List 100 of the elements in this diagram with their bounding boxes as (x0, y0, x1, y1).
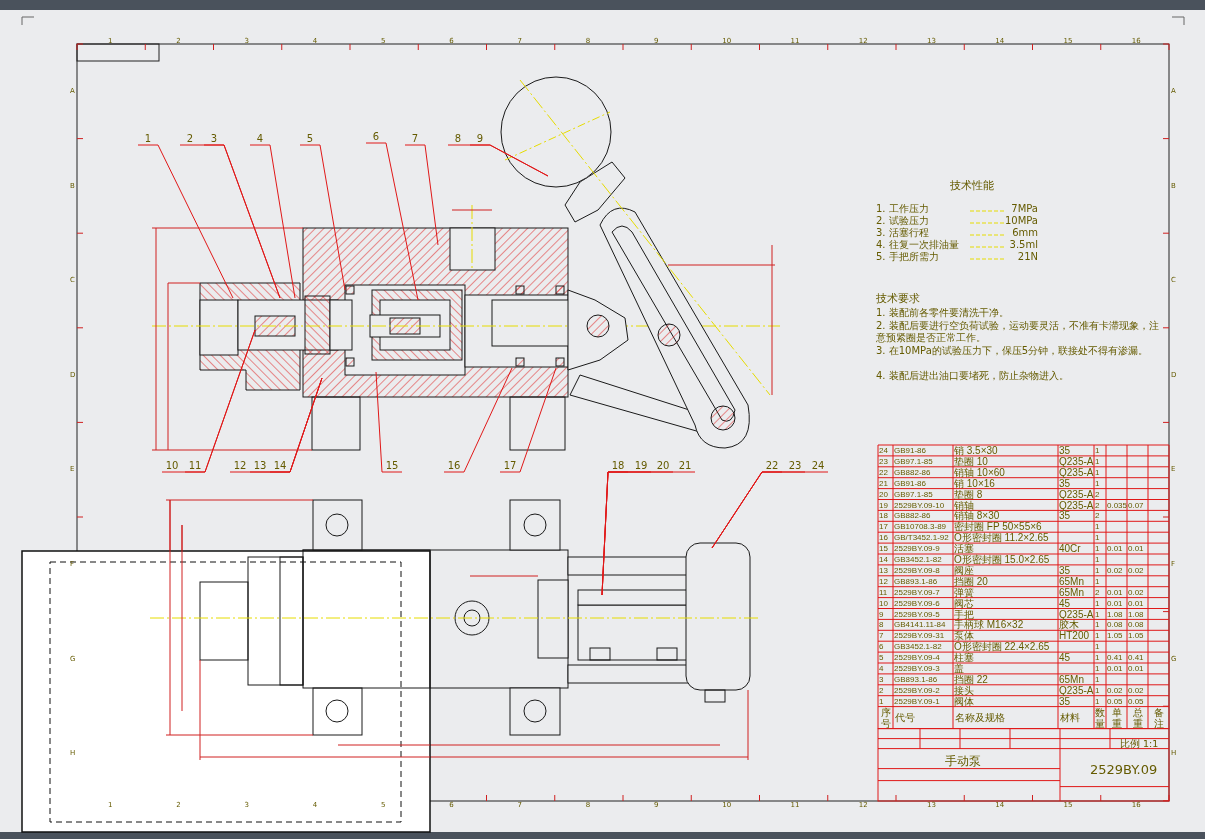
column-header: 序号 (880, 706, 891, 729)
part-name: 接头 (953, 684, 974, 696)
part-code: 2529BY.09-6 (893, 597, 940, 609)
total-weight: 0.01 (1127, 543, 1144, 555)
item-number: 14 (878, 554, 888, 565)
part-name: 盖 (953, 663, 964, 674)
requirement-note: 2. 装配后要进行空负荷试验，运动要灵活，不准有卡滞现象，注意预紧圈是否正常工作。 (876, 320, 1160, 344)
quantity: 2 (1094, 499, 1100, 511)
material: Q235-A (1058, 608, 1094, 620)
quantity: 1 (1094, 597, 1100, 609)
material: 35 (1058, 695, 1071, 707)
part-name: 活塞 (953, 543, 974, 555)
quantity: 1 (1094, 521, 1100, 533)
unit-weight: 0.05 (1106, 695, 1123, 707)
material: 40Cr (1058, 543, 1081, 555)
material: 35 (1058, 445, 1071, 456)
part-code: 2529BY.09-9 (893, 543, 940, 555)
item-number: 13 (878, 564, 888, 576)
quantity: 1 (1094, 663, 1100, 674)
unit-weight: 0.01 (1106, 543, 1123, 555)
leader-line (404, 144, 439, 246)
callout-number: 3 (204, 133, 224, 145)
material: 65Mn (1058, 575, 1084, 587)
callout-number: 10 (162, 460, 182, 472)
callout-number: 8 (448, 133, 468, 145)
item-number: 23 (878, 455, 888, 467)
item-number: 5 (878, 652, 884, 664)
unit-weight: 0.035 (1106, 499, 1128, 511)
leader-line (469, 144, 549, 177)
callout-number: 18 (608, 460, 628, 472)
part-code: 2529BY.09-31 (893, 630, 945, 642)
spec-name: 5. 手把所需力 (876, 252, 939, 262)
item-number: 22 (878, 466, 888, 478)
part-code: 2529BY.09-4 (893, 652, 940, 664)
total-weight: 0.02 (1127, 564, 1144, 576)
part-name: 手把 (953, 608, 974, 620)
quantity: 1 (1094, 684, 1100, 696)
callout-number: 13 (250, 460, 270, 472)
quantity: 1 (1094, 543, 1100, 555)
material: HT200 (1058, 630, 1089, 642)
item-number: 11 (878, 586, 888, 598)
item-number: 8 (878, 619, 884, 631)
spec-name: 2. 试验压力 (876, 216, 929, 226)
part-name: 挡圈 20 (953, 575, 988, 587)
leader-line (499, 367, 557, 473)
requirement-note: 1. 装配前各零件要清洗干净。 (876, 307, 1010, 319)
column-header: 备注 (1153, 706, 1164, 729)
part-code: GB97.1-85 (893, 455, 933, 467)
callout-number: 2 (180, 133, 200, 145)
callout-number: 19 (631, 460, 651, 472)
part-code: GB893.1-86 (893, 673, 938, 685)
quantity: 2 (1094, 488, 1100, 500)
leader-line (299, 144, 346, 291)
callout-number: 6 (366, 131, 386, 143)
quantity: 1 (1094, 477, 1100, 489)
spec-value: 6mm (1012, 228, 1038, 238)
callout-number: 1 (138, 133, 158, 145)
part-code: 2529BY.09-8 (893, 564, 940, 576)
part-code: GB893.1-86 (893, 575, 938, 587)
material: Q235-A (1058, 684, 1094, 696)
material: Q235-A (1058, 466, 1094, 478)
part-name: 销轴 10×60 (953, 466, 1005, 478)
quantity: 2 (1094, 510, 1100, 522)
quantity: 1 (1094, 641, 1100, 653)
item-number: 10 (878, 597, 888, 609)
spec-name: 4. 往复一次排油量 (876, 240, 959, 250)
total-weight: 0.41 (1127, 652, 1144, 664)
quantity: 2 (1094, 586, 1100, 598)
part-code: GB4141.11-84 (893, 619, 946, 631)
material: Q235-A (1058, 488, 1094, 500)
item-number: 9 (878, 608, 884, 620)
part-code: 2529BY.09-5 (893, 608, 940, 620)
callout-number: 17 (500, 460, 520, 472)
part-name: O形密封圈 11.2×2.65 (953, 532, 1049, 544)
callout-number: 9 (470, 133, 490, 145)
material: 35 (1058, 510, 1071, 522)
part-name: 垫圈 10 (953, 455, 988, 467)
leader-line (601, 471, 696, 596)
part-name: 销轴 8×30 (953, 510, 1000, 522)
part-name: 阀体 (953, 695, 974, 707)
total-weight: 1.05 (1127, 630, 1144, 642)
part-name: 阀芯 (953, 597, 974, 609)
material: Q235-A (1058, 499, 1094, 511)
total-weight: 0.05 (1127, 695, 1144, 707)
column-header: 代号 (895, 712, 915, 723)
spec-name: 3. 活塞行程 (876, 228, 929, 238)
quantity: 1 (1094, 695, 1100, 707)
part-name: 密封圈 FP 50×55×6 (953, 521, 1042, 533)
part-name: 阀座 (953, 564, 974, 576)
part-name: 挡圈 22 (953, 673, 988, 685)
unit-weight: 0.08 (1106, 619, 1123, 631)
section-heading: 技术性能 (950, 180, 994, 191)
quantity: 1 (1094, 630, 1100, 642)
drawing-number: 2529BY.09 (1090, 762, 1158, 776)
quantity: 1 (1094, 575, 1100, 587)
item-number: 18 (878, 510, 888, 522)
part-name: 弹簧 (953, 586, 974, 598)
item-number: 17 (878, 521, 888, 533)
spec-value: 3.5ml (1009, 240, 1038, 250)
item-number: 3 (878, 673, 884, 685)
